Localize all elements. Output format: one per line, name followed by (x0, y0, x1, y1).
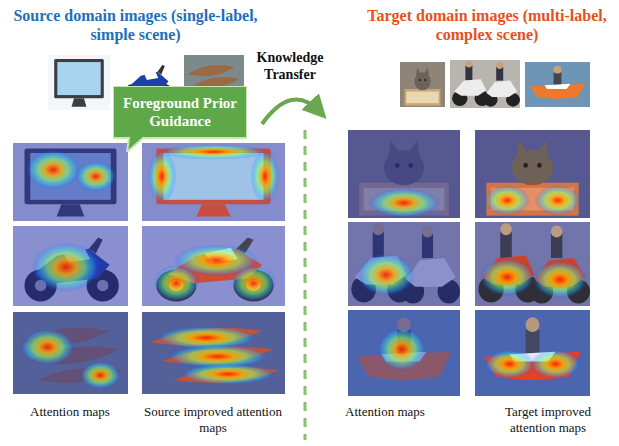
guidance-banner: Foreground Prior Guidance (113, 86, 247, 152)
transfer-arrow (262, 100, 320, 125)
source-heading: Source domain images (single-label, simp… (8, 6, 263, 44)
target-improved-attention-maps (475, 130, 590, 396)
banner-outline (113, 86, 247, 152)
panel-caption: Source improved attention maps (143, 404, 283, 435)
panel-caption: Attention maps (10, 404, 130, 420)
banner-text: Foreground Prior Guidance (121, 86, 239, 130)
panel-caption: Attention maps (325, 404, 445, 420)
panel-caption: Attention maps (10, 404, 130, 420)
source-heading: Source domain images (single-label, simp… (8, 6, 263, 44)
divider-line (304, 130, 307, 440)
source-attention-maps (13, 143, 128, 394)
transfer-label: Knowledge Transfer (248, 50, 332, 84)
target-thumbnails (400, 60, 590, 108)
transfer-label: Knowledge Transfer (248, 50, 332, 84)
source-improved-attention-maps (142, 143, 285, 394)
panel-caption: Target improved attention maps (483, 404, 613, 435)
target-attention-maps (348, 130, 460, 396)
target-heading: Target domain images (multi-label, compl… (362, 6, 612, 44)
panel-caption: Source improved attention maps (143, 404, 283, 435)
panel-caption: Attention maps (325, 404, 445, 420)
panel-caption: Target improved attention maps (483, 404, 613, 435)
target-heading: Target domain images (multi-label, compl… (362, 6, 612, 44)
